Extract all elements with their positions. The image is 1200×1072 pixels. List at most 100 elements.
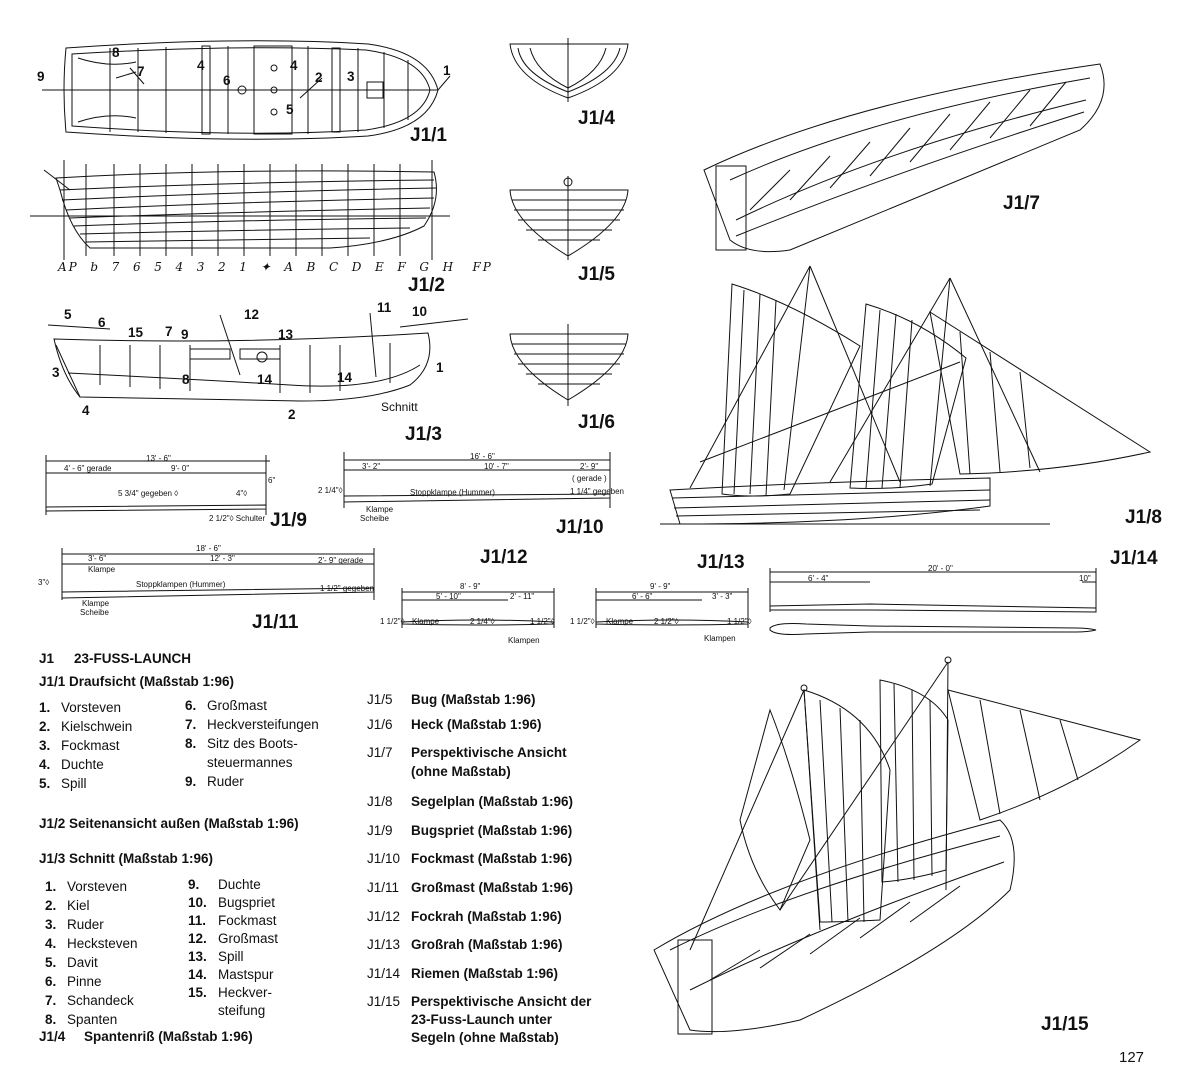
- page-number: 127: [1119, 1049, 1145, 1066]
- list-item: steuermannes: [207, 755, 293, 770]
- j1-14-dim-b: 10": [1079, 574, 1091, 583]
- j1-9-dim-mid: 9'- 0": [171, 464, 190, 473]
- fig-label-j1-4: J1/4: [578, 108, 615, 129]
- list-item: 1.Vorsteven: [39, 700, 122, 715]
- list-item: 12.Großmast: [188, 931, 279, 946]
- j1-10-dim-b: 10' - 7": [484, 462, 509, 471]
- list-item: 5.Spill: [39, 776, 87, 791]
- j1-3-callout-8: 8: [182, 372, 190, 387]
- fig-label-j1-12: J1/12: [480, 547, 528, 568]
- fig-label-j1-13: J1/13: [697, 552, 745, 573]
- legend-j1-1-right: 6.Großmast 7.Heckversteifungen 8.Sitz de…: [185, 698, 360, 794]
- j1-14-oar-drawing: [769, 568, 1097, 635]
- j1-13-mainyard-drawing: [595, 588, 749, 628]
- j1-11-dim-total: 18' - 6": [196, 544, 221, 553]
- j1-1-callout-1: 1: [443, 63, 451, 78]
- j1-5-bow-drawing: [509, 176, 629, 260]
- j1-1-callout-4a: 4: [197, 58, 205, 73]
- j1-3-callout-1: 1: [436, 360, 444, 375]
- j1-13-dim-mid: 2 1/2"◊: [654, 617, 679, 626]
- j1-3-callout-12: 12: [244, 307, 260, 322]
- j1-10-dim-gegeben: 1 1/4" gegeben: [570, 487, 624, 496]
- list-item: 6.Großmast: [185, 698, 268, 713]
- j1-3-callout-11: 11: [377, 300, 392, 315]
- j1-1-callout-6: 6: [223, 73, 231, 88]
- legend-j1-2-title: J1/2 Seitenansicht außen (Maßstab 1:96): [39, 816, 299, 831]
- j1-1-callout-2: 2: [315, 70, 323, 85]
- j1-3-section-drawing: [47, 312, 469, 402]
- j1-1-callout-8: 8: [112, 45, 120, 60]
- j1-12-foreyard-drawing: [401, 588, 555, 628]
- j1-12-dim-klampe: Klampe: [412, 617, 440, 626]
- list-item: 9.Duchte: [188, 877, 261, 892]
- j1-3-callout-14a: 14: [257, 372, 273, 387]
- fig-label-j1-15: J1/15: [1041, 1014, 1089, 1035]
- list-item: 13.Spill: [188, 949, 244, 964]
- fig-label-j1-1: J1/1: [410, 125, 447, 146]
- fig-label-j1-14: J1/14: [1110, 548, 1158, 569]
- j1-9-dim-gegeben: 5 3/4" gegeben ◊: [118, 489, 179, 498]
- list-item: 2.Kielschwein: [39, 719, 133, 734]
- j1-9-bowsprit-drawing: [45, 455, 270, 515]
- caption-j1-15-c: Segeln (ohne Maßstab): [411, 1030, 559, 1045]
- list-item: 6.Pinne: [45, 974, 102, 989]
- fig-label-j1-2: J1/2: [408, 275, 445, 296]
- j1-3-callout-3: 3: [52, 365, 60, 380]
- j1-3-callout-10: 10: [412, 304, 428, 319]
- j1-9-dim-six: 6": [268, 476, 276, 485]
- fig-label-j1-6: J1/6: [578, 412, 615, 433]
- j1-3-callout-9: 9: [181, 327, 189, 342]
- j1-4-body-plan-drawing: [509, 38, 629, 102]
- j1-11-dim-c: 2'- 9" gerade: [318, 556, 364, 565]
- legend-j1-3-right: 9.Duchte 10.Bugspriet 11.Fockmast 12.Gro…: [188, 877, 338, 1029]
- j1-3-callout-6: 6: [98, 315, 106, 330]
- j1-9-dim-gerade: 4' - 6" gerade: [64, 464, 112, 473]
- j1-10-dim-klampe: Klampe: [366, 505, 394, 514]
- j1-10-dim-stopp: Stoppklampe (Hummer): [410, 488, 495, 497]
- j1-11-dim-klampe: Klampe: [88, 565, 116, 574]
- j1-11-dim-stopp: Stoppklampen (Hummer): [136, 580, 226, 589]
- list-item: 4.Hecksteven: [45, 936, 138, 951]
- list-item: 7.Schandeck: [45, 993, 134, 1008]
- j1-15-under-sail-drawing: [653, 656, 1142, 1035]
- j1-13-dim-right: 1 1/2"◊: [727, 617, 752, 626]
- j1-1-callout-5: 5: [286, 102, 294, 117]
- j1-11-dim-b: 12' - 3": [210, 554, 235, 563]
- list-item: 5.Davit: [45, 955, 98, 970]
- j1-10-dim-total: 16' - 6": [470, 452, 495, 461]
- fig-label-j1-8: J1/8: [1125, 507, 1162, 528]
- j1-12-dim-a: 5' - 10": [436, 592, 461, 601]
- j1-2-station-marks: AP b 7 6 5 4 3 2 1 ✦ A B C D E F G H FP: [58, 260, 493, 274]
- fig-label-j1-5: J1/5: [578, 264, 615, 285]
- j1-13-dim-klampe: Klampe: [606, 617, 634, 626]
- j1-13-dim-klampen: Klampen: [704, 634, 736, 643]
- j1-10-dim-scheibe: Scheibe: [360, 514, 389, 523]
- j1-11-dim-left: 3"◊: [38, 578, 50, 587]
- j1-9-dim-total: 13' - 6": [146, 454, 171, 463]
- j1-8-sail-plan-drawing: [660, 265, 1152, 525]
- j1-10-dim-c: 2'- 9": [580, 462, 599, 471]
- list-item: 15.Heckver-: [188, 985, 273, 1000]
- fig-label-j1-10: J1/10: [556, 517, 604, 538]
- list-item: 7.Heckversteifungen: [185, 717, 319, 732]
- legend-j1-4-id: J1/4: [39, 1029, 66, 1044]
- j1-3-callout-15: 15: [128, 325, 144, 340]
- j1-10-foremast-drawing: [343, 452, 611, 508]
- j1-3-callout-2: 2: [288, 407, 296, 422]
- list-item: 8.Sitz des Boots-: [185, 736, 298, 751]
- j1-3-schnitt-label: Schnitt: [381, 400, 418, 414]
- caption-j1-7-b: (ohne Maßstab): [411, 764, 511, 779]
- j1-9-dim-schulter: 2 1/2"◊ Schulter: [209, 514, 266, 523]
- legend-j1-4-title: Spantenriß (Maßstab 1:96): [84, 1029, 253, 1044]
- j1-11-dim-scheibe: Scheibe: [80, 608, 109, 617]
- j1-3-callout-13: 13: [278, 327, 294, 342]
- list-item: 14.Mastspur: [188, 967, 274, 982]
- legend-heading-id: J1: [39, 651, 55, 666]
- j1-7-perspective-drawing: [703, 63, 1105, 253]
